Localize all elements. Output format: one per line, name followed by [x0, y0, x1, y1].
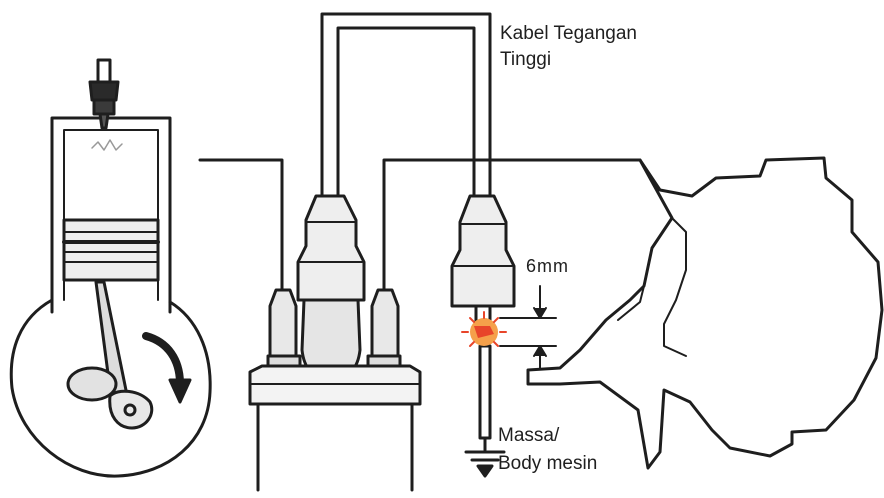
high-tension-cable: [322, 14, 490, 196]
cable-label-line1: Kabel Tegangan: [500, 22, 637, 46]
engine-cylinder: [11, 118, 210, 476]
ignition-coil: [250, 196, 420, 490]
ground-label-line1: Massa/: [498, 424, 559, 448]
engine-block: [528, 158, 882, 468]
ignition-spark-icon: [92, 140, 122, 150]
cable-label-line2: Tinggi: [500, 48, 551, 72]
primary-wires: [200, 160, 640, 290]
crankshaft: [68, 368, 152, 428]
rotation-arrow-icon: [146, 336, 190, 402]
spark-icon: [462, 312, 506, 346]
gap-label: 6mm: [526, 256, 569, 277]
ground-label-line2: Body mesin: [498, 452, 597, 476]
piston: [64, 220, 158, 280]
